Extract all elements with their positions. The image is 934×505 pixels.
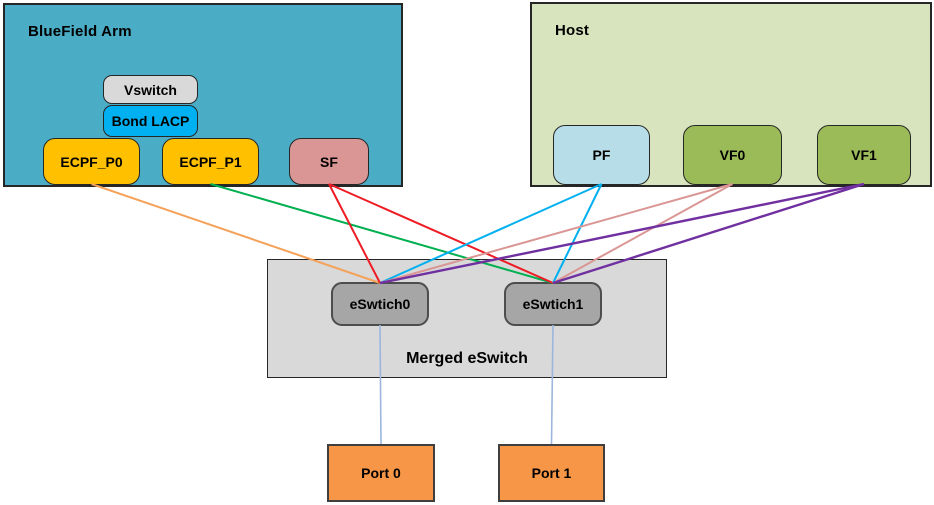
merged-eswitch-label: Merged eSwitch [406, 350, 528, 367]
bluefield-arm-panel: BlueField Arm Vswitch Bond LACP ECPF_P0 … [3, 3, 403, 187]
bluefield-arm-title: BlueField Arm [28, 23, 132, 40]
node-sf: SF [289, 138, 369, 185]
node-eswitch1-label: eSwtich1 [522, 296, 584, 312]
node-pf: PF [553, 125, 650, 185]
merged-eswitch-panel: eSwtich0 eSwtich1 Merged eSwitch [267, 259, 667, 378]
node-port0: Port 0 [327, 444, 435, 502]
node-bond-lacp: Bond LACP [103, 105, 198, 137]
node-pf-label: PF [592, 147, 611, 163]
node-eswitch1: eSwtich1 [504, 282, 602, 326]
node-vswitch: Vswitch [103, 75, 198, 104]
host-panel: Host PF VF0 VF1 [530, 2, 932, 187]
node-port1: Port 1 [498, 444, 605, 502]
node-vf1-label: VF1 [851, 147, 877, 163]
node-ecpf-p0: ECPF_P0 [43, 138, 140, 185]
node-bond-lacp-label: Bond LACP [111, 113, 190, 129]
node-port1-label: Port 1 [531, 465, 572, 481]
node-eswitch0: eSwtich0 [331, 282, 429, 326]
node-sf-label: SF [320, 153, 338, 170]
node-vf0: VF0 [683, 125, 782, 185]
node-eswitch0-label: eSwtich0 [349, 296, 411, 312]
node-ecpf-p1: ECPF_P1 [162, 138, 259, 185]
host-title: Host [555, 22, 590, 39]
node-ecpf-p1-label: ECPF_P1 [179, 153, 242, 170]
node-vf1: VF1 [817, 125, 911, 185]
node-vf0-label: VF0 [719, 147, 746, 163]
node-port0-label: Port 0 [361, 465, 401, 481]
node-ecpf-p0-label: ECPF_P0 [60, 153, 123, 170]
node-vswitch-label: Vswitch [124, 81, 177, 98]
